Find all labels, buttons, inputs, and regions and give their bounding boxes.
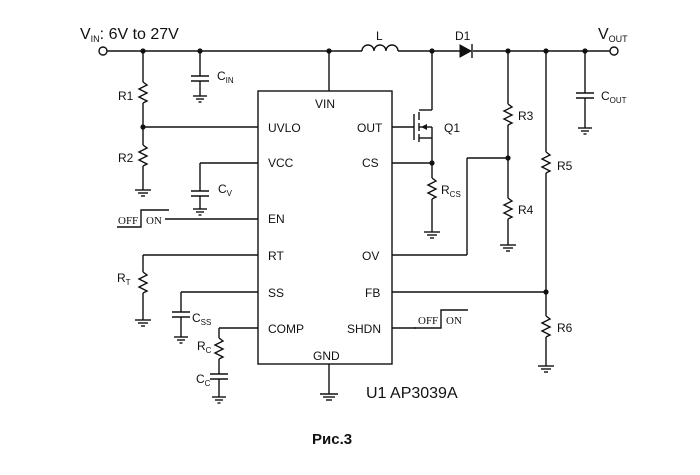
rt-resistor bbox=[135, 254, 258, 327]
cout-capacitor bbox=[576, 51, 594, 135]
cin-label: CIN bbox=[217, 69, 234, 85]
shdn-on-label: ON bbox=[446, 315, 462, 327]
pin-gnd: GND bbox=[313, 349, 340, 363]
r4-label: R4 bbox=[518, 203, 534, 217]
pin-en: EN bbox=[268, 212, 285, 226]
r1-label: R1 bbox=[118, 89, 134, 103]
vin-label: VIN: 6V to 27V bbox=[80, 26, 179, 44]
ic-designator: U1 AP3039A bbox=[366, 385, 458, 402]
cc-capacitor bbox=[210, 373, 228, 404]
rcs-label: RCS bbox=[441, 183, 461, 199]
r3-label: R3 bbox=[518, 109, 534, 123]
pin-uvlo: UVLO bbox=[268, 121, 301, 135]
mosfet-q1 bbox=[392, 51, 433, 163]
r6-resistor bbox=[538, 292, 554, 373]
inductor-l bbox=[361, 44, 399, 52]
top-rail-junctions bbox=[140, 48, 588, 54]
figure-caption: Рис.3 bbox=[312, 431, 352, 448]
r5-resistor bbox=[540, 51, 552, 292]
r1-resistor bbox=[137, 51, 149, 127]
en-switch-waveform bbox=[117, 209, 258, 228]
diode-d1 bbox=[459, 44, 473, 58]
en-on-label: ON bbox=[146, 215, 162, 227]
cin-capacitor bbox=[191, 51, 209, 103]
r6-label: R6 bbox=[557, 321, 573, 335]
vin-terminal bbox=[98, 46, 108, 56]
pin-vcc: VCC bbox=[268, 156, 294, 170]
r2-resistor bbox=[135, 127, 151, 197]
pin-ov: OV bbox=[362, 249, 379, 263]
r5-label: R5 bbox=[557, 159, 573, 173]
shdn-switch-waveform bbox=[392, 309, 468, 329]
pin-fb: FB bbox=[365, 286, 380, 300]
pin-shdn: SHDN bbox=[347, 322, 381, 336]
diode-label: D1 bbox=[455, 29, 471, 43]
en-off-label: OFF bbox=[118, 215, 138, 227]
cc-label: CC bbox=[196, 372, 211, 388]
pin-out: OUT bbox=[357, 121, 383, 135]
vout-label: VOUT bbox=[598, 26, 628, 44]
rc-resistor bbox=[213, 327, 258, 374]
rt-label: RT bbox=[117, 271, 131, 287]
pin-rt: RT bbox=[268, 249, 284, 263]
vout-terminal bbox=[609, 46, 619, 56]
r3-resistor bbox=[502, 51, 514, 158]
css-label: CSS bbox=[192, 311, 211, 327]
cout-label: COUT bbox=[601, 89, 627, 105]
pin-vin: VIN bbox=[315, 97, 335, 111]
mosfet-label: Q1 bbox=[444, 121, 460, 135]
ic-body bbox=[257, 90, 393, 365]
cv-label: CV bbox=[218, 182, 233, 198]
inductor-label: L bbox=[376, 29, 383, 43]
pin-ss: SS bbox=[268, 286, 284, 300]
pin-cs: CS bbox=[362, 156, 379, 170]
r4-resistor bbox=[500, 158, 516, 252]
shdn-off-label: OFF bbox=[418, 315, 438, 327]
cv-capacitor bbox=[191, 162, 258, 216]
css-capacitor bbox=[172, 291, 258, 344]
pin-comp: COMP bbox=[268, 322, 304, 336]
rc-label: RC bbox=[197, 339, 212, 355]
rcs-resistor bbox=[424, 163, 440, 239]
r2-label: R2 bbox=[118, 151, 134, 165]
ic-ground bbox=[320, 364, 338, 401]
